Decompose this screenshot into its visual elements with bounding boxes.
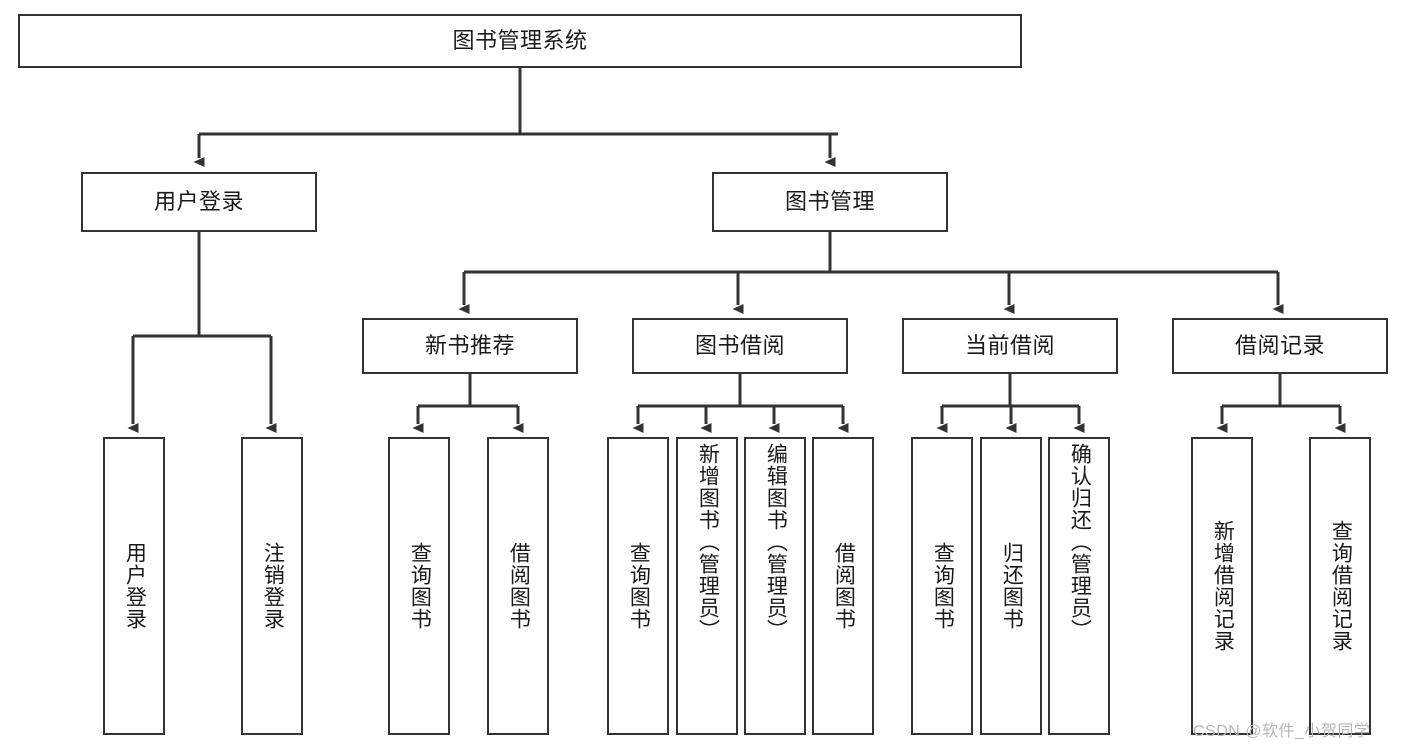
leaf-user-login-logout-label: 注销登录 <box>261 542 285 630</box>
leaf-current-borrow-query-label: 查询图书 <box>931 542 955 630</box>
csdn-watermark: CSDN @软件_小贺同学 <box>1193 723 1371 740</box>
leaf-borrow-book-query[interactable]: 查询图书 <box>607 437 669 735</box>
leaf-borrow-record-query[interactable]: 查询借阅记录 <box>1309 437 1371 735</box>
leaf-new-book-query-label: 查询图书 <box>408 542 432 630</box>
leaf-new-book-query[interactable]: 查询图书 <box>388 437 450 735</box>
node-root-label: 图书管理系统 <box>452 27 588 53</box>
node-book-borrow-label: 图书借阅 <box>694 332 785 358</box>
leaf-new-book-borrow-label: 借阅图书 <box>507 542 531 630</box>
leaf-current-borrow-confirm[interactable]: 确认归还（管理员） <box>1048 437 1110 735</box>
leaf-borrow-record-add-label: 新增借阅记录 <box>1211 520 1235 652</box>
node-borrow-record[interactable]: 借阅记录 <box>1172 318 1388 374</box>
leaf-borrow-book-borrow-label: 借阅图书 <box>832 542 856 630</box>
node-user-login-label: 用户登录 <box>153 188 244 214</box>
leaf-user-login-logout[interactable]: 注销登录 <box>241 437 303 735</box>
leaf-user-login-login[interactable]: 用户登录 <box>103 437 165 735</box>
leaf-current-borrow-query[interactable]: 查询图书 <box>911 437 973 735</box>
node-new-book-recommend[interactable]: 新书推荐 <box>362 318 578 374</box>
leaf-current-borrow-confirm-label: 确认归还（管理员） <box>1068 443 1092 641</box>
leaf-borrow-book-add-label: 新增图书（管理员） <box>696 443 720 641</box>
node-root[interactable]: 图书管理系统 <box>18 14 1022 68</box>
node-book-borrow[interactable]: 图书借阅 <box>632 318 848 374</box>
node-book-manage[interactable]: 图书管理 <box>712 172 948 232</box>
node-current-borrow-label: 当前借阅 <box>964 332 1055 358</box>
leaf-current-borrow-return[interactable]: 归还图书 <box>980 437 1042 735</box>
leaf-borrow-book-borrow[interactable]: 借阅图书 <box>812 437 874 735</box>
leaf-borrow-book-add[interactable]: 新增图书（管理员） <box>676 437 738 735</box>
leaf-borrow-record-query-label: 查询借阅记录 <box>1329 520 1353 652</box>
leaf-borrow-record-add[interactable]: 新增借阅记录 <box>1191 437 1253 735</box>
node-book-manage-label: 图书管理 <box>784 188 875 214</box>
leaf-current-borrow-return-label: 归还图书 <box>1000 542 1024 630</box>
leaf-borrow-book-edit-label: 编辑图书（管理员） <box>764 443 788 641</box>
node-borrow-record-label: 借阅记录 <box>1234 332 1325 358</box>
leaf-borrow-book-query-label: 查询图书 <box>627 542 651 630</box>
node-new-book-recommend-label: 新书推荐 <box>424 332 515 358</box>
node-current-borrow[interactable]: 当前借阅 <box>902 318 1118 374</box>
node-user-login[interactable]: 用户登录 <box>81 172 317 232</box>
leaf-borrow-book-edit[interactable]: 编辑图书（管理员） <box>744 437 806 735</box>
leaf-user-login-login-label: 用户登录 <box>123 542 147 630</box>
leaf-new-book-borrow[interactable]: 借阅图书 <box>487 437 549 735</box>
